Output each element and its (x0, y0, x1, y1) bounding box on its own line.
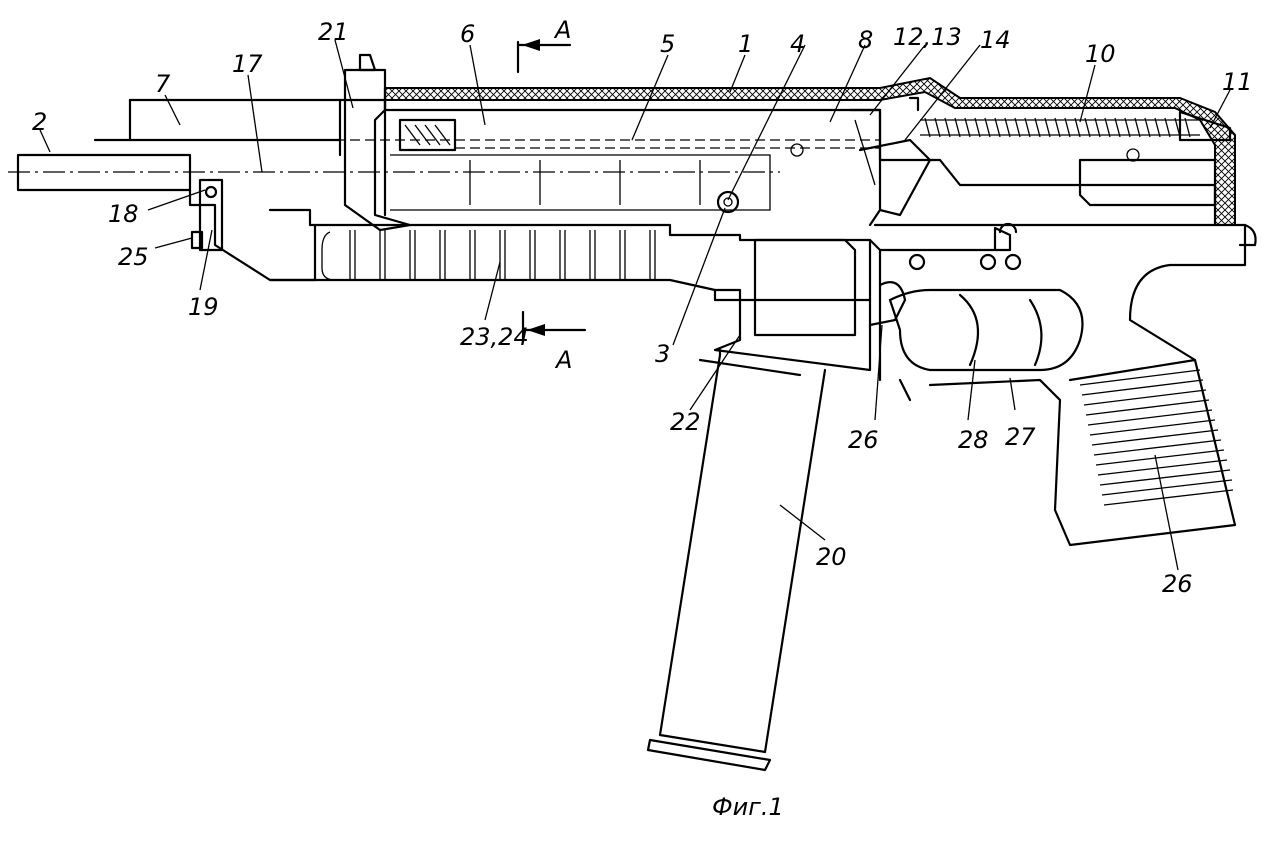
callout-5: 5 (660, 30, 675, 58)
cocking-handle (343, 53, 412, 232)
callouts: 2 7 17 21 6 5 1 4 8 12,13 14 10 11 18 25… (32, 18, 1253, 571)
recoil-spring (920, 110, 1232, 142)
pivot-pin-center (723, 197, 733, 207)
barrel (16, 98, 342, 192)
callout-23-24: 26 (848, 426, 879, 454)
callout-1: 1 (738, 30, 753, 58)
pivot-pin (716, 190, 740, 214)
callout-25: 25 (118, 243, 149, 271)
section-mark-top: А (516, 16, 571, 74)
callout-22: 23,24 (460, 323, 529, 351)
callout-11: 11 (1222, 68, 1253, 96)
callout-21: 22 (670, 408, 701, 436)
magazine-well (713, 238, 882, 382)
callout-19: 21 (318, 18, 349, 46)
callout-17: 19 (188, 293, 219, 321)
callout-2: 2 (32, 108, 47, 136)
callout-7: 7 (155, 70, 171, 98)
section-mark-bottom: А (521, 310, 587, 374)
callout-12-13: 12,13 (893, 23, 962, 51)
callout-27: 27 (1005, 423, 1036, 451)
callout-6: 6 (460, 20, 475, 48)
callout-16: 17 (232, 50, 263, 78)
callout-26-text: 26 (1162, 570, 1193, 598)
front-block (188, 178, 317, 282)
receiver-body (338, 98, 1217, 227)
bolt-group (848, 96, 932, 227)
svg-text:А: А (553, 16, 571, 44)
callout-14: 14 (980, 26, 1011, 54)
handguard (268, 208, 872, 302)
callout-10: 10 (1085, 40, 1116, 68)
svg-text:А: А (554, 346, 572, 374)
receiver-cover (383, 76, 1236, 226)
trigger-group (868, 222, 1084, 402)
pistol-grip (928, 223, 1257, 547)
callout-28: 28 (958, 426, 989, 454)
callout-8: 8 (858, 26, 873, 54)
callout-4: 4 (790, 30, 805, 58)
callout-3: 3 (655, 340, 670, 368)
callout-20: 20 (816, 543, 847, 571)
figure-caption: Фиг.1 (712, 793, 784, 821)
callout-18: 18 (108, 200, 139, 228)
magazine (646, 348, 827, 772)
leader-lines (39, 39, 1231, 571)
